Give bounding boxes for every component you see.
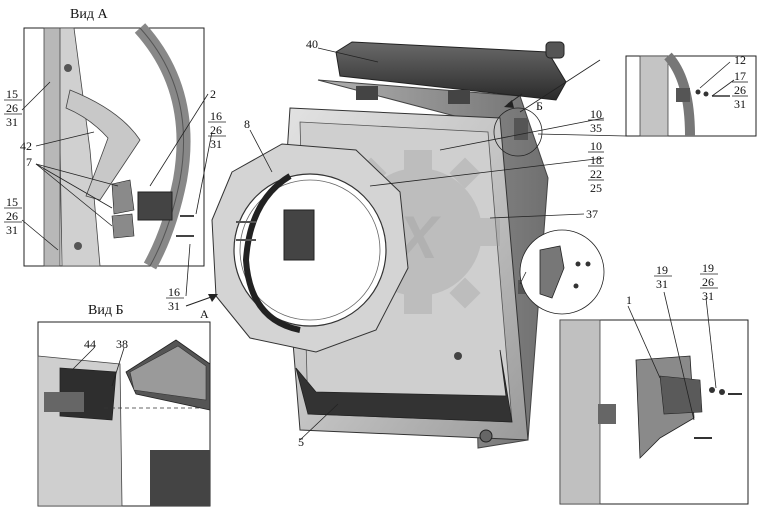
reservoir-cap [545,41,565,59]
callout-44: 44 [84,337,96,351]
callout-15a: 15 [6,87,18,101]
callout-10b-22: 22 [590,167,602,181]
callout-10a-35: 35 [590,121,602,135]
view-b-inset: Вид Б [37,303,211,507]
ring-mount-bracket [283,209,315,261]
callout-2: 2 [210,87,216,101]
callout-19b-31: 31 [702,289,714,303]
reservoir-bracket-right [448,90,470,104]
view-b-title: Вид Б [88,303,124,318]
side-bolt [454,352,462,360]
detail-bolt-small-2 [585,261,591,267]
callout-38: 38 [116,337,128,351]
detail-bolt-small-3 [573,283,579,289]
callout-16b: 16 [168,285,180,299]
callout-42: 42 [20,139,32,153]
callout-16a-31: 31 [210,137,222,151]
callout-12: 12 [734,53,746,67]
callout-37: 37 [586,207,598,221]
callout-16a-26: 26 [210,123,222,137]
callout-17: 17 [734,69,746,83]
callout-19a: 19 [656,263,668,277]
detail-bolt-small-1 [575,261,581,267]
callout-1: 1 [626,293,632,307]
callouts: 40 12 17 26 31 2 8 10 35 10 18 22 25 37 … [4,37,748,449]
leader-detail-right [519,271,527,285]
reservoir-bracket-left [356,86,378,100]
detail-circle-b [493,107,543,157]
callout-19b: 19 [702,261,714,275]
callout-19a-31: 31 [656,277,668,291]
callout-5: 5 [298,435,304,449]
callout-10b-25: 25 [590,181,602,195]
radiator-assembly: PEX [211,41,567,449]
view-a-inset: Вид А [23,7,205,270]
callout-10a: 10 [590,107,602,121]
callout-15a-26: 26 [6,101,18,115]
callout-17-31: 31 [734,97,746,111]
callout-40: 40 [306,37,318,51]
callout-15b-26: 26 [6,209,18,223]
drain-plug [479,429,493,443]
callout-10b-18: 18 [590,153,602,167]
callout-7: 7 [26,155,32,169]
arrow-b-label: Б [536,99,543,113]
callout-8: 8 [244,117,250,131]
callout-15a-31: 31 [6,115,18,129]
callout-15b: 15 [6,195,18,209]
arrow-a-label: А [200,307,209,321]
callout-16a: 16 [210,109,222,123]
detail-bracket-small [539,245,565,299]
view-arrows: А Б [185,93,543,321]
callout-15b-31: 31 [6,223,18,237]
callout-16b-31: 31 [168,299,180,313]
gasket-5 [295,349,513,423]
view-a-title: Вид А [70,7,108,22]
detail-inset-bottom-right [559,319,749,505]
callout-10b: 10 [590,139,602,153]
callout-17-26: 26 [734,83,746,97]
callout-19b-26: 26 [702,275,714,289]
side-bracket-upper [514,118,528,140]
leader-lines [21,47,735,441]
